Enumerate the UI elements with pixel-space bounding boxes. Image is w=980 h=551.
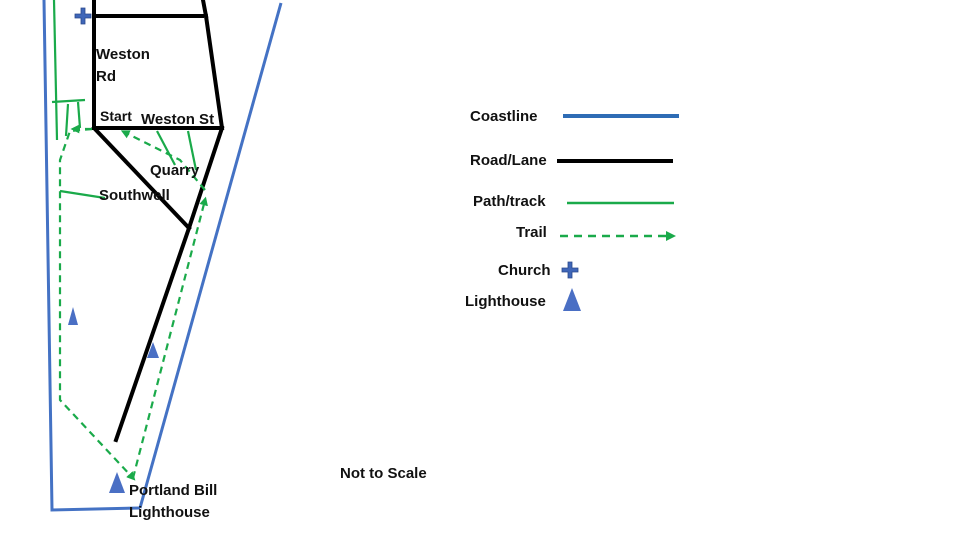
coastline-west bbox=[42, 0, 141, 512]
road-quarry-diagonal bbox=[91, 125, 192, 231]
southwell-label: Southwell bbox=[99, 187, 170, 204]
path-north-short bbox=[76, 101, 82, 129]
legend-church-icon bbox=[561, 261, 579, 279]
church-icon-map bbox=[74, 7, 92, 25]
weston-rd-label-line2: Rd bbox=[96, 68, 116, 85]
path-southwell bbox=[59, 189, 106, 200]
path-quarry-a bbox=[156, 130, 176, 166]
road-east-edge bbox=[203, 13, 225, 131]
lighthouse-icon-west bbox=[68, 307, 78, 325]
weston-rd-label-line1: Weston bbox=[96, 46, 150, 63]
scale-note: Not to Scale bbox=[340, 465, 427, 482]
quarry-label: Quarry bbox=[150, 162, 200, 179]
legend-label-road: Road/Lane bbox=[470, 152, 547, 169]
legend-label-lighthouse: Lighthouse bbox=[465, 293, 546, 310]
path-north-bar bbox=[51, 98, 86, 104]
path-start-link bbox=[64, 103, 70, 137]
legend-label-trail: Trail bbox=[516, 224, 547, 241]
legend-label-coastline: Coastline bbox=[470, 108, 538, 125]
lighthouse-icon-bill bbox=[109, 472, 125, 493]
start-label: Start bbox=[100, 108, 132, 124]
road-top-spur-vertical bbox=[200, 0, 209, 19]
legend-label-church: Church bbox=[498, 262, 551, 279]
road-to-bill bbox=[113, 225, 192, 443]
legend-lighthouse-icon bbox=[563, 288, 581, 311]
coastline bbox=[42, 0, 283, 512]
trail-quarry-loop bbox=[120, 130, 206, 191]
legend-symbols bbox=[557, 114, 679, 311]
weston-st-label: Weston St bbox=[141, 111, 215, 128]
path-west-vertical bbox=[52, 0, 59, 141]
portland-bill-label-line1: Portland Bill bbox=[129, 482, 218, 499]
path-quarry-b bbox=[186, 130, 198, 171]
lighthouse-icon-middle bbox=[147, 342, 159, 358]
coastline-east bbox=[138, 2, 283, 509]
trail-east-return bbox=[131, 196, 208, 479]
roads bbox=[91, 0, 225, 443]
trail bbox=[58, 124, 208, 481]
road-quarry-east bbox=[186, 125, 225, 231]
legend-label-path: Path/track bbox=[473, 193, 546, 210]
paths bbox=[51, 0, 198, 200]
portland-bill-label-line2: Lighthouse bbox=[129, 504, 210, 521]
